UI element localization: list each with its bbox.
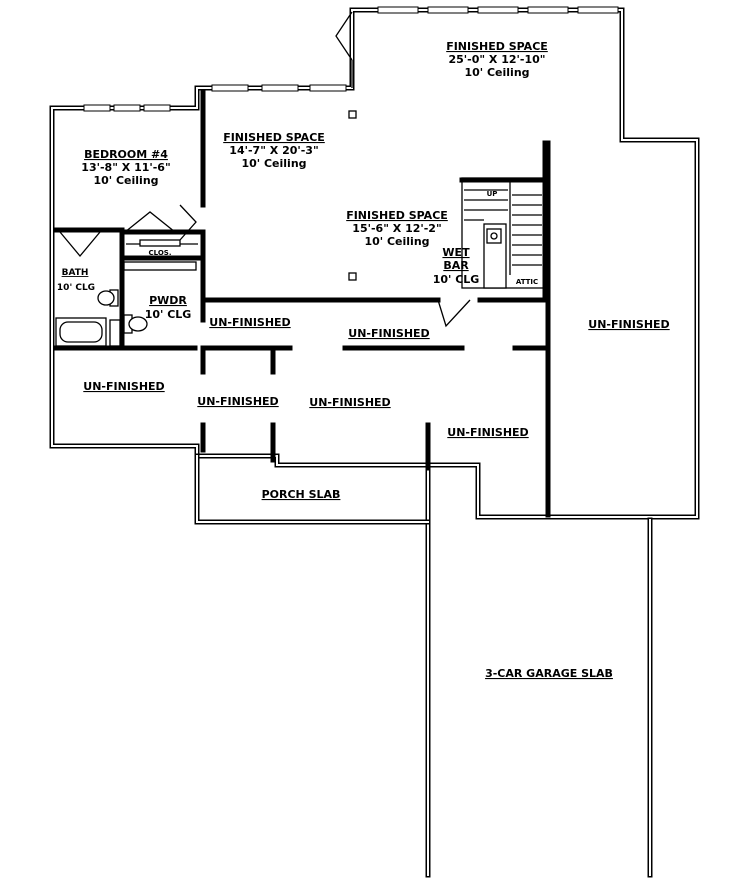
sink-icon [109,319,121,347]
windows [83,6,619,112]
room-labels: FINISHED SPACE 25'-0" X 12'-10" 10' Ceil… [57,40,670,680]
attic-label: ATTIC [516,278,538,286]
wet-bar-fixtures [483,223,507,289]
wet-bar-name-2: BAR [443,259,469,272]
pwdr-name: PWDR [149,294,187,307]
unfinished-label-3: UN-FINISHED [588,318,669,331]
unfinished-label-7: UN-FINISHED [447,426,528,439]
finished-space-1-ceiling: 10' Ceiling [464,66,529,79]
finished-space-1-size: 25'-0" X 12'-10" [448,53,545,66]
bedroom-4-size: 13'-8" X 11'-6" [81,161,170,174]
unfinished-label-4: UN-FINISHED [83,380,164,393]
finished-space-3-name: FINISHED SPACE [346,209,448,222]
bath-name: BATH [62,268,89,278]
unfinished-label-5: UN-FINISHED [197,395,278,408]
interior-walls [53,89,551,518]
stair-up-label: UP [487,190,498,198]
finished-space-2-size: 14'-7" X 20'-3" [229,144,318,157]
wet-bar-ceiling: 10' CLG [433,273,480,286]
garage-slab-label: 3-CAR GARAGE SLAB [485,667,613,680]
finished-space-2-name: FINISHED SPACE [223,131,325,144]
bedroom-4-name: BEDROOM #4 [84,148,168,161]
exterior-walls [49,7,700,878]
finished-space-3-ceiling: 10' Ceiling [364,235,429,248]
bath-fixtures [55,239,198,347]
closet-label: CLOS. [149,249,172,257]
wet-bar-name-1: WET [442,246,470,259]
unfinished-label-2: UN-FINISHED [348,327,429,340]
finished-space-2-ceiling: 10' Ceiling [241,157,306,170]
unfinished-label-1: UN-FINISHED [209,316,290,329]
bath-ceiling: 10' CLG [57,283,95,293]
stairs [461,177,545,289]
unfinished-label-6: UN-FINISHED [309,396,390,409]
pwdr-ceiling: 10' CLG [145,308,192,321]
bedroom-4-ceiling: 10' Ceiling [93,174,158,187]
finished-space-1-name: FINISHED SPACE [446,40,548,53]
porch-slab-label: PORCH SLAB [262,488,341,501]
finished-space-3-size: 15'-6" X 12'-2" [352,222,441,235]
angled-walls [59,11,471,328]
